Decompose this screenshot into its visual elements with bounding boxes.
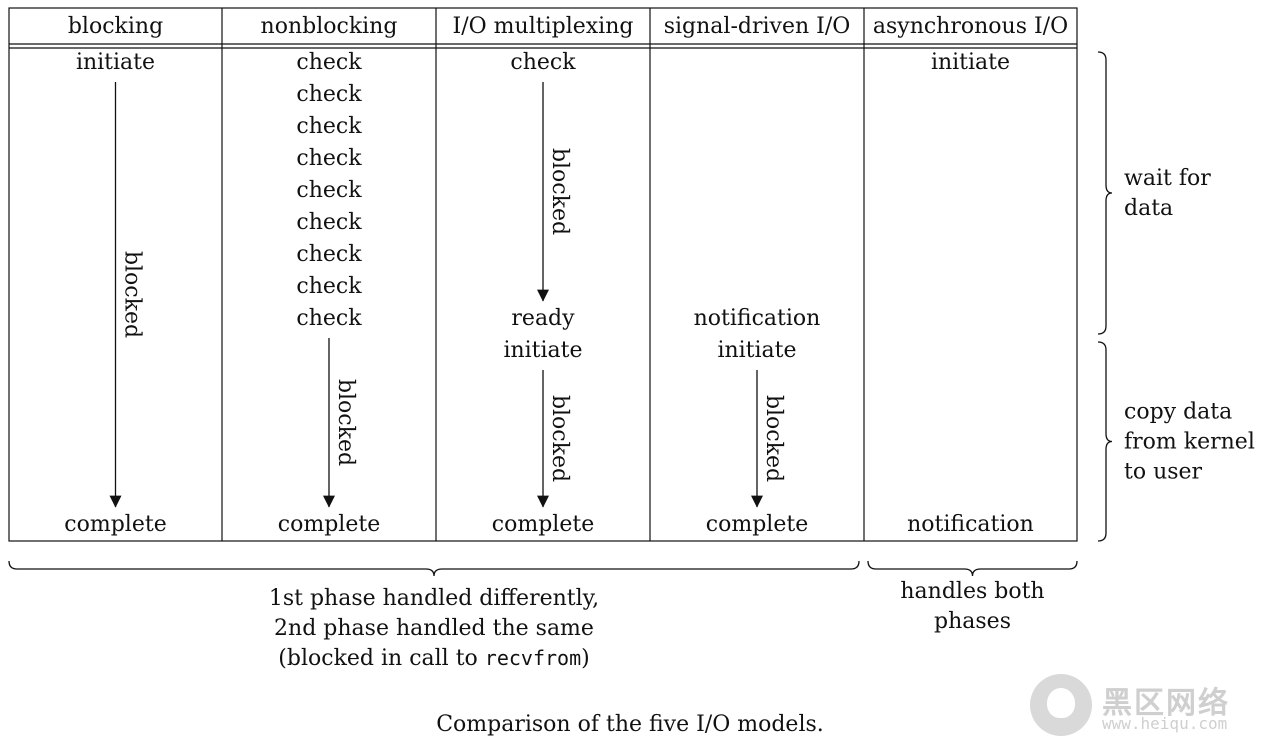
column-header: nonblocking bbox=[261, 14, 398, 39]
column-item-check: check bbox=[296, 178, 362, 203]
blocked-label: blocked bbox=[547, 148, 572, 235]
watermark: 黑区网络 www.heiqu.com bbox=[1030, 672, 1260, 738]
column-item-check: check bbox=[296, 242, 362, 267]
column-item-check: check bbox=[510, 50, 576, 75]
column-item-check: check bbox=[296, 50, 362, 75]
bottom-brace-label-code-line: (blocked in call to recvfrom) bbox=[278, 646, 589, 671]
right-brace bbox=[1097, 341, 1113, 542]
column-item-check: check bbox=[296, 210, 362, 235]
watermark-text: 黑区网络 bbox=[1102, 686, 1230, 721]
figure-caption: Comparison of the five I/O models. bbox=[436, 712, 824, 737]
column-item-check: check bbox=[296, 114, 362, 139]
bottom-brace-label: phases bbox=[934, 609, 1011, 634]
column-item-notification: notification bbox=[907, 512, 1034, 537]
column-item-complete: complete bbox=[492, 512, 594, 537]
watermark-url: www.heiqu.com bbox=[1102, 714, 1228, 733]
right-brace-label: from kernel bbox=[1124, 430, 1255, 455]
column-header: signal-driven I/O bbox=[664, 14, 851, 39]
column-item-initiate: initiate bbox=[717, 338, 796, 363]
bottom-brace-label: 2nd phase handled the same bbox=[274, 616, 594, 641]
bottom-brace bbox=[8, 560, 860, 577]
column-item-check: check bbox=[296, 82, 362, 107]
bottom-brace bbox=[867, 560, 1078, 577]
column-header: asynchronous I/O bbox=[873, 14, 1068, 39]
label-prefix: (blocked in call to bbox=[278, 646, 484, 671]
column-item-complete: complete bbox=[278, 512, 380, 537]
blocked-label: blocked bbox=[120, 251, 145, 338]
mushroom-logo-icon bbox=[1030, 674, 1092, 736]
right-brace bbox=[1097, 51, 1113, 335]
blocked-label: blocked bbox=[333, 379, 358, 466]
column-item-complete: complete bbox=[64, 512, 166, 537]
column-item-initiate: initiate bbox=[931, 50, 1010, 75]
column-item-check: check bbox=[296, 306, 362, 331]
column-item-notification: notification bbox=[694, 306, 821, 331]
column-item-initiate: initiate bbox=[76, 50, 155, 75]
column-header: I/O multiplexing bbox=[453, 14, 634, 39]
column-header: blocking bbox=[68, 14, 163, 39]
right-brace-label: data bbox=[1124, 196, 1173, 221]
recvfrom-code: recvfrom bbox=[485, 646, 581, 670]
column-item-check: check bbox=[296, 274, 362, 299]
column-item-initiate: initiate bbox=[503, 338, 582, 363]
right-brace-label: copy data bbox=[1124, 400, 1232, 425]
column-item-complete: complete bbox=[706, 512, 808, 537]
bottom-brace-label: 1st phase handled differently, bbox=[269, 586, 599, 611]
column-item-ready: ready bbox=[511, 306, 575, 331]
blocked-label: blocked bbox=[761, 395, 786, 482]
right-brace-label: to user bbox=[1124, 460, 1203, 485]
table-frame bbox=[8, 7, 1078, 542]
blocked-label: blocked bbox=[547, 395, 572, 482]
column-item-check: check bbox=[296, 146, 362, 171]
label-suffix: ) bbox=[581, 646, 590, 671]
right-brace-label: wait for bbox=[1124, 166, 1211, 191]
bottom-brace-label: handles both bbox=[900, 579, 1044, 604]
